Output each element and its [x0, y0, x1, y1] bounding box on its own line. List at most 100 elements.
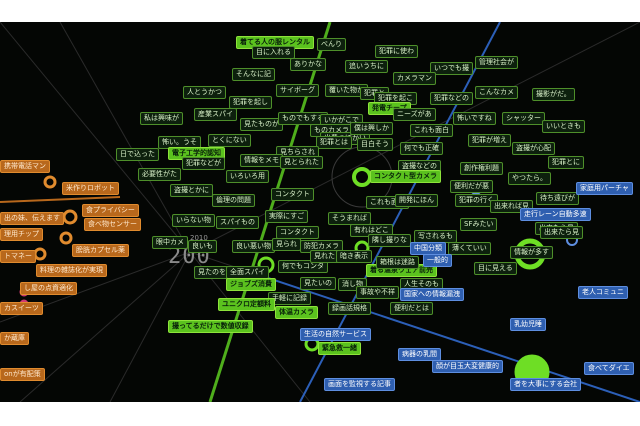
node-label[interactable]: 盗撮とかに — [170, 184, 213, 197]
node-label[interactable]: 事故や不祥 — [356, 286, 399, 299]
node-label[interactable]: 薄くていい — [448, 242, 491, 255]
node-label[interactable]: 見とられた — [280, 156, 323, 169]
node-label[interactable]: 便利だが悪 — [450, 180, 493, 193]
node-label[interactable]: 一般的 — [423, 254, 452, 267]
node-label[interactable]: シャッター — [502, 112, 545, 125]
node-label[interactable]: いつでも撮 — [430, 62, 473, 75]
node-label[interactable]: 覆いた物か — [325, 84, 368, 97]
node-label[interactable]: 人とうかつ — [183, 86, 226, 99]
node-label[interactable]: 犯罪に使わ — [375, 45, 418, 58]
node-label[interactable]: 実際にすご — [265, 210, 309, 223]
node-label[interactable]: 何でもコンタ — [278, 260, 328, 273]
node-label[interactable]: コンタクト型カメラ — [370, 170, 441, 183]
node-label[interactable]: 見たものが — [240, 118, 283, 131]
node-label[interactable]: 倫理の問題 — [212, 194, 255, 207]
node-label[interactable]: やつたら。 — [508, 172, 551, 185]
node-label[interactable]: 国家への情報漏洩 — [400, 288, 464, 301]
node-label[interactable]: 膀胱カプセル薬 — [72, 244, 129, 257]
node-label[interactable]: 情報をメモ — [240, 154, 283, 167]
node-label[interactable]: 画面を監視する記事 — [324, 378, 395, 391]
node-label[interactable]: カスイーツ — [0, 302, 43, 315]
node-label[interactable]: 犯罪などが — [182, 157, 225, 170]
node-label[interactable]: 料理の雑誌化が実現 — [36, 264, 107, 277]
node-label[interactable]: いらない物 — [172, 214, 215, 227]
node-label[interactable]: 犯罪とに — [548, 156, 584, 169]
node-label[interactable]: ニーズがあ — [393, 108, 436, 121]
node-label[interactable]: ありかな — [290, 58, 326, 71]
node-label[interactable]: 乳幼児睡 — [510, 318, 546, 331]
node-label[interactable]: 理用チップ — [0, 228, 43, 241]
node-label[interactable]: 犯罪を起し — [229, 96, 272, 109]
node-label[interactable]: 怖いですね — [453, 112, 496, 125]
node-label[interactable]: そうまれば — [328, 212, 371, 225]
node-label[interactable]: 犯罪が増え — [468, 134, 511, 147]
node-label[interactable]: 緊急救一緒 — [318, 342, 361, 355]
node-label[interactable]: 何でも正確 — [400, 142, 443, 155]
node-label[interactable]: 体温カメラ — [275, 306, 318, 319]
node-label[interactable]: そんなに記 — [232, 68, 275, 81]
node-label[interactable]: 僕は興しか — [350, 122, 393, 135]
node-label[interactable]: 生活の自然サービス — [300, 328, 371, 341]
node-label[interactable]: 良いも — [188, 240, 217, 253]
node-label[interactable]: カメラマン — [393, 72, 436, 85]
node-label[interactable]: ユニクロ定額料 — [218, 298, 275, 311]
node-label[interactable]: 情報が多す — [510, 246, 553, 259]
node-label[interactable]: 犯罪とは — [316, 136, 352, 149]
node-label[interactable]: 産業スパイ — [194, 108, 237, 121]
node-label[interactable]: 病器の乳間 — [398, 348, 441, 361]
node-label[interactable]: 目に見える — [474, 262, 517, 275]
node-label[interactable]: 箱根は迷路 — [376, 256, 419, 269]
node-label[interactable]: こんなカメ — [475, 86, 518, 99]
node-label[interactable]: 目に入れる — [252, 46, 295, 59]
node-label[interactable]: 開発にほん — [395, 194, 438, 207]
node-label[interactable]: し屋の点資適化 — [20, 282, 77, 295]
node-label[interactable]: 者を大事にする会社 — [510, 378, 582, 391]
node-label[interactable]: スパイもの — [216, 216, 259, 229]
node-label[interactable]: 走行レーン自動多速 — [520, 208, 591, 221]
node-label[interactable]: 携帯電話マン — [0, 160, 50, 173]
node-label[interactable]: 追いうちに — [345, 60, 388, 73]
node-label[interactable]: 食べてダイエ — [584, 362, 634, 375]
node-label[interactable]: 見たのを — [194, 266, 230, 279]
node-label[interactable]: べんり — [317, 38, 346, 51]
node-label[interactable]: 隣し撮りな — [368, 234, 411, 247]
node-label[interactable]: 私は興味が — [140, 112, 183, 125]
node-label[interactable]: 米作りロボット — [62, 182, 119, 195]
node-label[interactable]: 録画話規格 — [328, 302, 371, 315]
node-label[interactable]: 見たいの — [300, 277, 336, 290]
node-label[interactable]: 待ち遠びが — [536, 192, 579, 205]
node-label[interactable]: 見られ — [272, 238, 301, 251]
node-label[interactable]: サイボーグ — [276, 84, 319, 97]
node-label[interactable]: 家庭用パーチャ — [576, 182, 633, 195]
node-label[interactable]: コンタクト — [271, 188, 314, 201]
node-label[interactable]: とくにない — [208, 134, 251, 147]
node-label[interactable]: 管理社会が — [475, 56, 518, 69]
node-label[interactable]: 食プライバシー — [82, 204, 139, 217]
node-label[interactable]: 暗き表示 — [336, 250, 372, 263]
node-label[interactable]: 老人コミュニ — [578, 286, 628, 299]
node-label[interactable]: 出来たら見 — [540, 226, 583, 239]
node-label[interactable]: 犯罪などの — [430, 92, 473, 105]
node-label[interactable]: 出の妹、伝えます — [0, 212, 64, 225]
node-label[interactable]: これも面白 — [410, 124, 453, 137]
node-label[interactable]: 撮影がだ。 — [532, 88, 575, 101]
node-label[interactable]: 食べ物センサー — [84, 218, 141, 231]
node-label[interactable]: 良い悪い物 — [232, 240, 275, 253]
node-label[interactable]: 日で込った — [116, 148, 159, 161]
node-label[interactable]: ジョブズ消費 — [226, 278, 276, 291]
node-label[interactable]: 創作権利題 — [460, 162, 503, 175]
node-label[interactable]: 必要性がた — [138, 168, 181, 181]
node-label[interactable]: 目白そう — [357, 138, 393, 151]
node-label[interactable]: か蔵庫 — [0, 332, 29, 345]
node-label[interactable]: 盗撮が心配 — [512, 142, 555, 155]
node-label[interactable]: 顔が目玉大変健康的 — [432, 360, 503, 373]
node-label[interactable]: いいときも — [542, 120, 585, 133]
node-label[interactable]: SFみたい — [460, 218, 498, 231]
mindmap-stage[interactable]: 2010 200 着てる人の服レンタルべんり目に入れる犯罪に使わありかな追いうち… — [0, 22, 640, 402]
node-label[interactable]: トマネー — [0, 250, 36, 263]
node-label[interactable]: いろいろ用 — [226, 170, 269, 183]
node-label[interactable]: 便利だとは — [390, 302, 433, 315]
node-label[interactable]: 眼中カメ — [152, 236, 188, 249]
node-label[interactable]: 撮ってるだけで数値収録 — [168, 320, 253, 333]
node-label[interactable]: onが有配策 — [0, 368, 45, 381]
